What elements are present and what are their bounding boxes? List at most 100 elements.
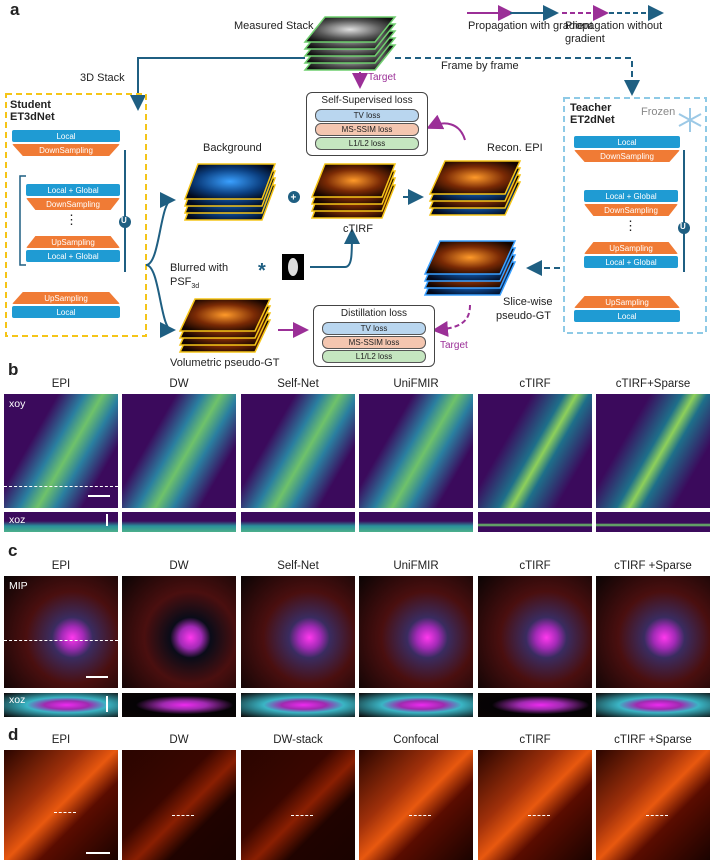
panel-c-letter: c	[8, 541, 18, 560]
svg-text:+: +	[291, 193, 297, 204]
target-label-top: Target	[368, 72, 396, 83]
slice-wise-label-2: pseudo-GT	[496, 310, 552, 322]
blurred-label-2: PSF3d	[170, 276, 200, 291]
row_c-col-title-3: UniFMIR	[393, 560, 439, 572]
row_b-sub-image-2	[241, 512, 355, 532]
row_b-sub-image-4	[478, 512, 592, 532]
row-b-slice-line	[4, 486, 118, 487]
panel-a-letter: a	[10, 0, 20, 19]
row_b-image-4	[478, 394, 592, 508]
student-upsampling-2: UpSampling	[12, 292, 120, 304]
row_d-col-title-2: DW-stack	[273, 734, 323, 746]
student-local-block-2: Local	[12, 306, 120, 318]
row-b-xoz-tag: xoz	[9, 514, 26, 526]
student-local-block-1: Local	[12, 130, 120, 142]
ctirf-label: cTIRF	[343, 223, 373, 235]
recon-epi-label: Recon. EPI	[487, 142, 543, 154]
row-d-profile-line-2	[291, 815, 313, 816]
ssl-l1l2-loss: L1/L2 loss	[315, 137, 419, 150]
student-box	[5, 93, 147, 337]
background-stack-image	[183, 163, 277, 221]
student-label-2: ET3dNet	[10, 111, 55, 123]
self-supervised-loss-box: Self-Supervised loss TV loss MS-SSIM los…	[306, 92, 428, 156]
row_b-sub-image-3	[359, 512, 473, 532]
row_d-image-5	[596, 750, 710, 860]
row_d-col-title-5: cTIRF +Sparse	[614, 734, 692, 746]
row_c-col-title-2: Self-Net	[277, 560, 319, 572]
row_c-image-0	[4, 576, 118, 688]
student-u-label: U	[121, 216, 127, 225]
row_c-image-1	[122, 576, 236, 688]
row-d-profile-line-3	[409, 815, 431, 816]
row_b-image-0	[4, 394, 118, 508]
teacher-dots: ⋮	[624, 218, 637, 233]
student-local-global-1: Local + Global	[26, 184, 120, 196]
row-d-profile-line-5	[646, 815, 668, 816]
background-label: Background	[203, 142, 262, 154]
teacher-skip-node	[678, 222, 690, 234]
row_d-image-0	[4, 750, 118, 860]
recon-to-ssl-arrow	[426, 114, 466, 141]
legend-with-gradient: Propagation with gradient	[468, 20, 593, 32]
row-c-slice-line	[4, 640, 118, 641]
row-c-xoz-tag: xoz	[9, 694, 26, 706]
student-to-background-arrow	[145, 192, 176, 266]
row_b-col-title-4: cTIRF	[519, 378, 551, 390]
row-b-scale-bar	[88, 495, 110, 497]
row_d-col-title-0: EPI	[51, 734, 71, 746]
student-downsampling-1: DownSampling	[12, 144, 120, 156]
row_d-col-title-4: cTIRF	[519, 734, 551, 746]
plus-node	[288, 191, 300, 203]
slice-wise-stack-image	[423, 240, 517, 296]
blurred-label-1: Blurred with	[170, 262, 229, 274]
student-downsampling-2: DownSampling	[26, 198, 120, 210]
row_b-image-5	[596, 394, 710, 508]
teacher-u-label: U	[680, 222, 686, 231]
distill-tv-loss: TV loss	[322, 322, 426, 335]
student-upsampling-1: UpSampling	[26, 236, 120, 248]
panel-d-letter: d	[8, 725, 19, 744]
frozen-label: Frozen	[641, 106, 676, 118]
row-b-xoy-tag: xoy	[9, 398, 26, 410]
row_c-image-3	[359, 576, 473, 688]
row-c-vscale	[106, 696, 108, 712]
row-d-profile-line-0	[54, 812, 76, 813]
teacher-label-1: Teacher	[570, 102, 612, 114]
measured-stack-label: Measured Stack	[234, 20, 314, 32]
teacher-downsampling-1: DownSampling	[574, 150, 680, 162]
row_b-image-2	[241, 394, 355, 508]
row-c-scale-bar	[86, 676, 108, 678]
teacher-label-2: ET2dNet	[570, 114, 615, 126]
panel-b-letter: b	[8, 360, 19, 379]
row-d-profile-line-4	[528, 815, 550, 816]
row_b-col-title-5: cTIRF+Sparse	[615, 378, 691, 390]
measured-stack-image	[303, 16, 397, 71]
row_c-sub-image-1	[122, 693, 236, 717]
stack-to-student-arrow	[130, 57, 305, 111]
psf-to-ctirf-arrow	[310, 228, 360, 268]
row_b-image-1	[122, 394, 236, 508]
ctirf-stack-image	[310, 163, 397, 219]
row_c-col-title-5: cTIRF +Sparse	[614, 560, 692, 572]
distillation-loss-box: Distillation loss TV loss MS-SSIM loss L…	[313, 305, 435, 367]
teacher-downsampling-2: DownSampling	[584, 204, 678, 216]
row-d-scale-bar	[86, 852, 110, 854]
distill-title: Distillation loss	[340, 308, 408, 319]
teacher-local-block-1: Local	[574, 136, 680, 148]
row_b-sub-image-0	[4, 512, 118, 532]
row_c-sub-image-4	[478, 693, 592, 717]
row_c-image-2	[241, 576, 355, 688]
volumetric-stack-image	[178, 298, 272, 353]
student-label-1: Student	[10, 99, 51, 111]
snowflake-icon	[678, 108, 702, 132]
row_d-image-1	[122, 750, 236, 860]
student-skip-node	[119, 216, 131, 228]
target-label-bottom: Target	[440, 340, 468, 351]
student-dots: ⋮	[65, 212, 78, 227]
teacher-upsampling-2: UpSampling	[574, 296, 680, 308]
row_c-sub-image-0	[4, 693, 118, 717]
ssl-msssim-loss: MS-SSIM loss	[315, 123, 419, 136]
stack-3d-label: 3D Stack	[80, 72, 125, 84]
row-c-mip-tag: MIP	[9, 580, 28, 592]
row_c-col-title-0: EPI	[51, 560, 71, 572]
